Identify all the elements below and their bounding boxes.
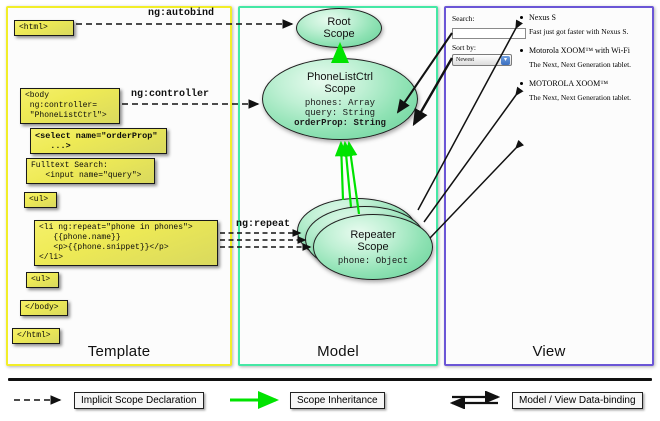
double-arrow-icon (450, 391, 501, 409)
scope-repeater-props: phone: Object (337, 255, 409, 266)
wire-label-autobind: ng:autobind (148, 8, 215, 19)
legend-item-scope-inheritance: Scope Inheritance (228, 391, 385, 409)
legend-item-model-view-data-binding: Model / View Data-binding (450, 391, 643, 409)
legend-divider (8, 378, 652, 381)
phone-snippet: The Next, Next Generation tablet. (529, 60, 632, 69)
dashed-arrow-icon (14, 395, 62, 405)
code-box-body-controller: <body ng:controller= "PhoneListCtrl"> (20, 88, 120, 124)
code-box-html-close: </html> (12, 328, 60, 344)
code-box-select-orderprop: <select name="orderProp" ...> (30, 128, 167, 154)
legend-label-model-view-data-binding: Model / View Data-binding (512, 391, 643, 409)
phone-list: Nexus S Fast just got faster with Nexus … (520, 12, 648, 111)
prop-orderprop: orderProp: String (294, 117, 386, 128)
phone-snippet: The Next, Next Generation tablet. (529, 93, 632, 102)
phone-name: Nexus S (520, 12, 648, 23)
green-arrow-icon (230, 391, 279, 409)
search-label: Search: (452, 14, 475, 23)
code-box-body-close: </body> (20, 300, 68, 316)
legend-label-implicit-scope-declaration: Implicit Scope Declaration (74, 391, 204, 409)
list-item[interactable]: Nexus S Fast just got faster with Nexus … (520, 12, 648, 37)
legend-label-scope-inheritance: Scope Inheritance (290, 391, 385, 409)
sort-select[interactable]: Newest ▾ (452, 54, 512, 66)
search-input[interactable] (452, 28, 526, 39)
code-box-ul-open: <ul> (24, 192, 57, 208)
panel-label-template: Template (87, 343, 151, 360)
prop-phones: phones: Array query: String (304, 97, 376, 118)
code-box-fulltext-search: Fulltext Search: <input name="query"> (26, 158, 155, 184)
code-box-html-open: <html> (14, 20, 74, 36)
legend-item-implicit-scope-declaration: Implicit Scope Declaration (12, 391, 204, 409)
panel-label-view: View (532, 343, 566, 360)
sort-label: Sort by: (452, 43, 476, 52)
panel-label-model: Model (317, 343, 359, 360)
list-item[interactable]: Motorola XOOM™ with Wi-Fi The Next, Next… (520, 45, 648, 70)
code-box-li-ng-repeat: <li ng:repeat="phone in phones"> {{phone… (34, 220, 218, 266)
phone-name: MOTOROLA XOOM™ (520, 78, 648, 89)
wire-label-controller: ng:controller (131, 89, 210, 100)
list-item[interactable]: MOTOROLA XOOM™ The Next, Next Generation… (520, 78, 648, 103)
phone-name: Motorola XOOM™ with Wi-Fi (520, 45, 648, 56)
phone-snippet: Fast just got faster with Nexus S. (529, 27, 629, 36)
chevron-down-icon: ▾ (501, 56, 510, 65)
wire-label-repeat: ng:repeat (236, 219, 291, 230)
sort-select-value: Newest (456, 57, 474, 63)
view-form: Search: Sort by: Newest ▾ (452, 14, 528, 66)
code-box-ul-close: <ul> (26, 272, 59, 288)
